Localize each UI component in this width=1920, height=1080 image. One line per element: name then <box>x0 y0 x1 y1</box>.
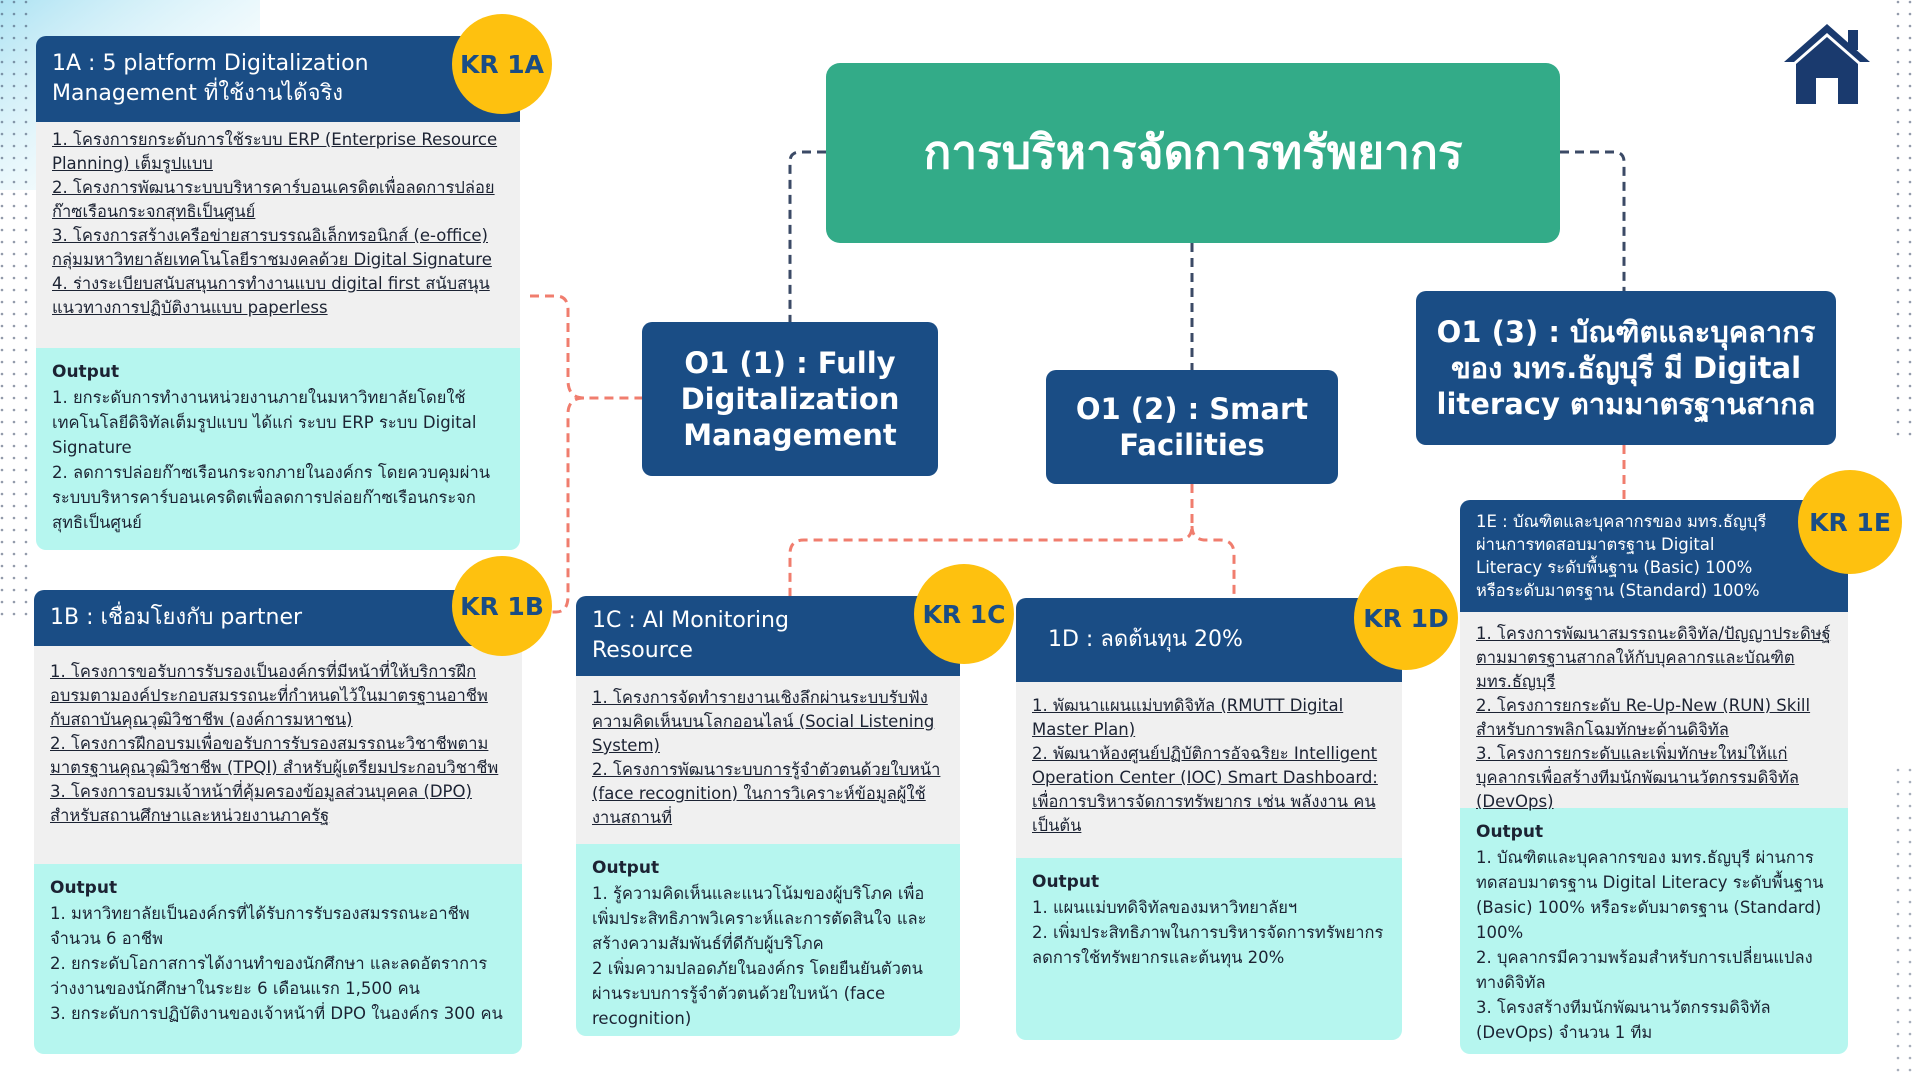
project-item[interactable]: 1. โครงการขอรับการรับรองเป็นองค์กรที่มีห… <box>50 662 488 729</box>
card-kr1d-projects: 1. พัฒนาแผนแม่บทดิจิทัล (RMUTT Digital M… <box>1016 682 1402 858</box>
kr1a-badge: KR 1A <box>452 14 552 114</box>
project-item[interactable]: 1. โครงการพัฒนาสมรรถนะดิจิทัล/ปัญญาประดิ… <box>1476 624 1831 691</box>
project-item[interactable]: 1. โครงการยกระดับการใช้ระบบ ERP (Enterpr… <box>52 130 498 173</box>
card-kr1a-projects: 1. โครงการยกระดับการใช้ระบบ ERP (Enterpr… <box>36 122 520 348</box>
card-kr1e: 1E : บัณฑิตและบุคลากรของ มทร.ธัญบุรี ผ่า… <box>1460 500 1848 1054</box>
output-item: 2. ลดการปล่อยก๊าซเรือนกระจกภายในองค์กร โ… <box>52 463 491 532</box>
output-item: 1. บัณฑิตและบุคลากรของ มทร.ธัญบุรี ผ่านก… <box>1476 848 1824 942</box>
output-item: 3. โครงสร้างทีมนักพัฒนานวัตกรรมดิจิทัล (… <box>1476 998 1771 1042</box>
output-item: 2. เพิ่มประสิทธิภาพในการบริหารจัดการทรัพ… <box>1032 923 1384 967</box>
card-kr1e-projects: 1. โครงการพัฒนาสมรรถนะดิจิทัล/ปัญญาประดิ… <box>1460 612 1848 811</box>
objective-o1-3: O1 (3) : บัณฑิตและบุคลากรของ มทร.ธัญบุรี… <box>1416 291 1836 445</box>
connector-o1-2-to-kr1d <box>1190 525 1236 596</box>
card-kr1a: 1A : 5 platform Digitalization Managemen… <box>36 36 520 550</box>
output-item: 2. บุคลากรมีความพร้อมสำหรับการเปลี่ยนแปล… <box>1476 948 1813 992</box>
card-kr1d-header: 1D : ลดต้นทุน 20% <box>1016 598 1402 682</box>
output-title: Output <box>1476 822 1544 842</box>
project-item[interactable]: 3. โครงการอบรมเจ้าหน้าที่คุ้มครองข้อมูลส… <box>50 782 472 825</box>
card-kr1b-projects: 1. โครงการขอรับการรับรองเป็นองค์กรที่มีห… <box>34 646 522 864</box>
card-kr1c: 1C : AI Monitoring Resource 1. โครงการจั… <box>576 596 960 1036</box>
connector-o1-1-to-kr1b <box>546 396 585 614</box>
project-item[interactable]: 3. โครงการสร้างเครือข่ายสารบรรณอิเล็กทรอ… <box>52 226 492 269</box>
connector-main-to-o1-3 <box>1560 150 1626 291</box>
output-item: 3. ยกระดับการปฏิบัติงานของเจ้าหน้าที่ DP… <box>50 1004 503 1023</box>
home-icon[interactable] <box>1782 22 1872 106</box>
kr1d-badge: KR 1D <box>1354 566 1458 670</box>
output-item: 1. ยกระดับการทำงานหน่วยงานภายในมหาวิทยาล… <box>52 388 477 457</box>
card-kr1a-output: Output 1. ยกระดับการทำงานหน่วยงานภายในมห… <box>36 348 520 550</box>
output-title: Output <box>50 878 118 898</box>
card-kr1b: 1B : เชื่อมโยงกับ partner 1. โครงการขอรั… <box>34 590 522 1054</box>
project-item[interactable]: 2. โครงการยกระดับ Re-Up-New (RUN) Skill … <box>1476 696 1811 739</box>
kr1c-badge: KR 1C <box>914 564 1014 664</box>
card-kr1a-header: 1A : 5 platform Digitalization Managemen… <box>36 36 520 122</box>
project-item[interactable]: 4. ร่างระเบียบสนับสนุนการทำงานแบบ digita… <box>52 274 490 317</box>
connector-main-to-o1-1 <box>788 150 826 322</box>
project-item[interactable]: 1. โครงการจัดทำรายงานเชิงลึกผ่านระบบรับฟ… <box>592 688 935 755</box>
objective-o1-2: O1 (2) : Smart Facilities <box>1046 370 1338 484</box>
project-item[interactable]: 3. โครงการยกระดับและเพิ่มทักษะใหม่ให้แก่… <box>1476 744 1799 811</box>
output-item: 2 เพิ่มความปลอดภัยในองค์กร โดยยืนยันตัวต… <box>592 959 923 1028</box>
output-title: Output <box>52 362 120 382</box>
card-kr1b-header: 1B : เชื่อมโยงกับ partner <box>34 590 522 646</box>
card-kr1e-output: Output 1. บัณฑิตและบุคลากรของ มทร.ธัญบุร… <box>1460 808 1848 1054</box>
card-kr1b-output: Output 1. มหาวิทยาลัยเป็นองค์กรที่ได้รับ… <box>34 864 522 1054</box>
output-item: 1. มหาวิทยาลัยเป็นองค์กรที่ได้รับการรับร… <box>50 904 470 948</box>
card-kr1d-output: Output 1. แผนแม่บทดิจิทัลของมหาวิทยาลัยฯ… <box>1016 858 1402 1040</box>
main-title: การบริหารจัดการทรัพยากร <box>826 63 1560 243</box>
objective-o1-1: O1 (1) : Fully Digitalization Management <box>642 322 938 476</box>
project-item[interactable]: 2. โครงการฝึกอบรมเพื่อขอรับการรับรองสมรร… <box>50 734 499 777</box>
project-item[interactable]: 2. โครงการพัฒนาระบบบริหารคาร์บอนเครดิตเพ… <box>52 178 495 221</box>
kr1e-badge: KR 1E <box>1798 470 1902 574</box>
kr1b-badge: KR 1B <box>452 556 552 656</box>
card-kr1d: 1D : ลดต้นทุน 20% 1. พัฒนาแผนแม่บทดิจิทั… <box>1016 598 1402 1040</box>
project-item[interactable]: 2. โครงการพัฒนาระบบการรู้จำตัวตนด้วยใบหน… <box>592 760 941 827</box>
output-item: 1. แผนแม่บทดิจิทัลของมหาวิทยาลัยฯ <box>1032 898 1298 917</box>
card-kr1c-output: Output 1. รู้ความคิดเห็นและแนวโน้มของผู้… <box>576 844 960 1036</box>
project-item[interactable]: 2. พัฒนาห้องศูนย์ปฏิบัติการอัจฉริยะ Inte… <box>1032 744 1378 835</box>
output-title: Output <box>1032 872 1100 892</box>
output-item: 2. ยกระดับโอกาสการได้งานทำของนักศึกษา แล… <box>50 954 488 998</box>
connector-o1-1-to-kr1a <box>530 294 642 400</box>
card-kr1c-projects: 1. โครงการจัดทำรายงานเชิงลึกผ่านระบบรับฟ… <box>576 676 960 844</box>
output-title: Output <box>592 858 660 878</box>
output-item: 1. รู้ความคิดเห็นและแนวโน้มของผู้บริโภค … <box>592 884 927 953</box>
card-kr1c-header: 1C : AI Monitoring Resource <box>576 596 960 676</box>
project-item[interactable]: 1. พัฒนาแผนแม่บทดิจิทัล (RMUTT Digital M… <box>1032 696 1344 739</box>
card-kr1e-header: 1E : บัณฑิตและบุคลากรของ มทร.ธัญบุรี ผ่า… <box>1460 500 1848 612</box>
